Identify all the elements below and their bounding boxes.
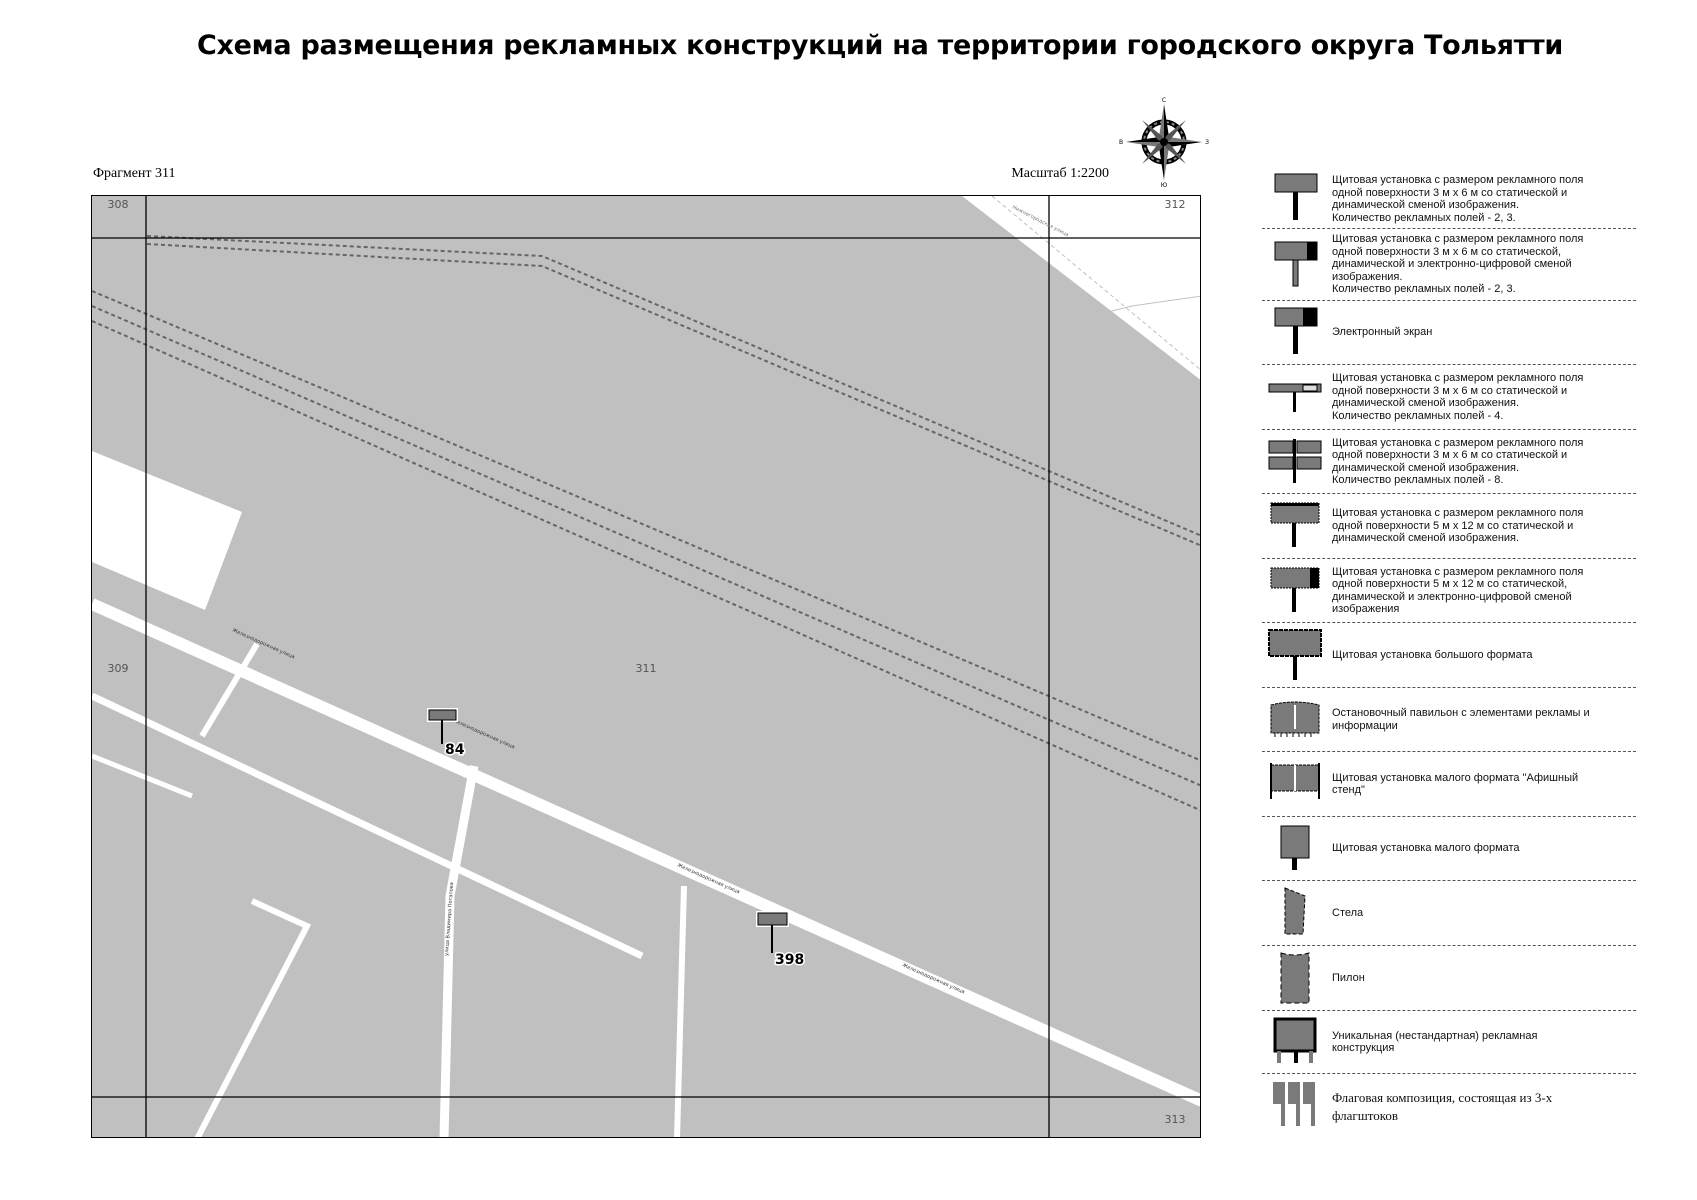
legend-item: Щитовая установка малого формата (1262, 817, 1636, 881)
billboard-marker-398[interactable]: 398 (756, 911, 806, 970)
legend: Щитовая установка с размером рекламного … (1262, 170, 1636, 1140)
billboard-marker-84[interactable]: 84 (427, 708, 466, 760)
legend-item-text: Щитовая установка малого формата (1332, 842, 1520, 855)
billboard-icon (1262, 172, 1328, 226)
legend-item: Уникальная (нестандартная) рекламная кон… (1262, 1011, 1636, 1074)
poster-stand-icon (1262, 757, 1328, 811)
fragment-grid (92, 196, 1200, 1137)
legend-item: Щитовая установка малого формата "Афишны… (1262, 752, 1636, 817)
legend-item-text: Щитовая установка с размером рекламного … (1332, 174, 1584, 224)
legend-item-text: Стела (1332, 906, 1364, 919)
compass-west-label: В (1119, 139, 1123, 146)
roads (92, 598, 1200, 1137)
unique-icon (1262, 1015, 1328, 1069)
billboard-4-icon (1262, 370, 1328, 424)
white-area (962, 196, 1200, 380)
legend-item: Электронный экран (1262, 301, 1636, 365)
legend-item-text: Щитовая установка большого формата (1332, 648, 1533, 661)
legend-item-text: Флаговая композиция, состоящая из 3-х фл… (1332, 1090, 1553, 1123)
legend-item-text: Остановочный павильон с элементами рекла… (1332, 707, 1590, 732)
screen-icon (1262, 306, 1328, 360)
marker-label: 398 (775, 952, 804, 968)
map-canvas: Железнодорожная улица Железнодорожная ул… (92, 196, 1200, 1137)
legend-item: Щитовая установка с размером рекламного … (1262, 494, 1636, 559)
legend-item-text: Уникальная (нестандартная) рекламная кон… (1332, 1029, 1538, 1055)
legend-item: Остановочный павильон с элементами рекла… (1262, 688, 1636, 752)
fragment-number-313[interactable]: 313 (1165, 1113, 1186, 1126)
compass-rose-icon: С Ю В З (1119, 97, 1209, 188)
legend-item: Флаговая композиция, состоящая из 3-х фл… (1262, 1074, 1636, 1140)
map-fragment[interactable]: Железнодорожная улица Железнодорожная ул… (91, 195, 1201, 1138)
billboard-8-icon (1262, 435, 1328, 489)
stele-icon (1262, 886, 1328, 940)
white-area-left (92, 451, 242, 610)
legend-item-text: Пилон (1332, 971, 1365, 984)
legend-item-text: Щитовая установка с размером рекламного … (1332, 436, 1584, 487)
legend-item: Щитовая установка с размером рекламного … (1262, 559, 1636, 623)
big-format-icon (1262, 628, 1328, 682)
pylon-icon (1262, 951, 1328, 1005)
street-label: Железнодорожная улица (231, 627, 295, 660)
compass-north-label: С (1162, 97, 1166, 104)
fragment-number-312[interactable]: 312 (1165, 198, 1186, 211)
fragment-number-308[interactable]: 308 (108, 198, 129, 211)
flags-icon (1262, 1080, 1328, 1134)
legend-item-text: Щитовая установка малого формата "Афишны… (1332, 771, 1579, 797)
legend-item: Стела (1262, 881, 1636, 946)
billboard-large-icon (1262, 499, 1328, 553)
legend-item-text: Щитовая установка с размером рекламного … (1332, 372, 1584, 422)
legend-item: Щитовая установка с размером рекламного … (1262, 365, 1636, 430)
legend-item: Щитовая установка с размером рекламного … (1262, 229, 1636, 301)
fragment-number-309[interactable]: 309 (108, 662, 129, 675)
legend-item-text: Щитовая установка с размером рекламного … (1332, 233, 1584, 296)
legend-item-text: Электронный экран (1332, 326, 1433, 339)
railway-tracks (92, 235, 1200, 812)
legend-item-text: Щитовая установка с размером рекламного … (1332, 565, 1584, 616)
legend-item: Пилон (1262, 946, 1636, 1011)
fragment-label: Фрагмент 311 (93, 166, 176, 181)
billboard-large-digital-icon (1262, 564, 1328, 618)
compass-east-label: З (1205, 139, 1209, 146)
fragment-number-311: 311 (636, 662, 657, 675)
legend-item: Щитовая установка большого формата (1262, 623, 1636, 688)
page-title: Схема размещения рекламных конструкций н… (197, 30, 1563, 61)
small-board-icon (1262, 822, 1328, 876)
street-label: улица Владимира Потапова (444, 882, 455, 956)
street-label: Железнодорожная улица (901, 962, 965, 995)
billboard-digital-icon (1262, 238, 1328, 292)
legend-item: Щитовая установка с размером рекламного … (1262, 170, 1636, 229)
scale-label: Масштаб 1:2200 (1011, 166, 1109, 181)
pavilion-icon (1262, 693, 1328, 747)
compass-south-label: Ю (1161, 182, 1168, 188)
legend-item-text: Щитовая установка с размером рекламного … (1332, 507, 1584, 545)
legend-item: Щитовая установка с размером рекламного … (1262, 430, 1636, 494)
marker-label: 84 (445, 742, 465, 758)
